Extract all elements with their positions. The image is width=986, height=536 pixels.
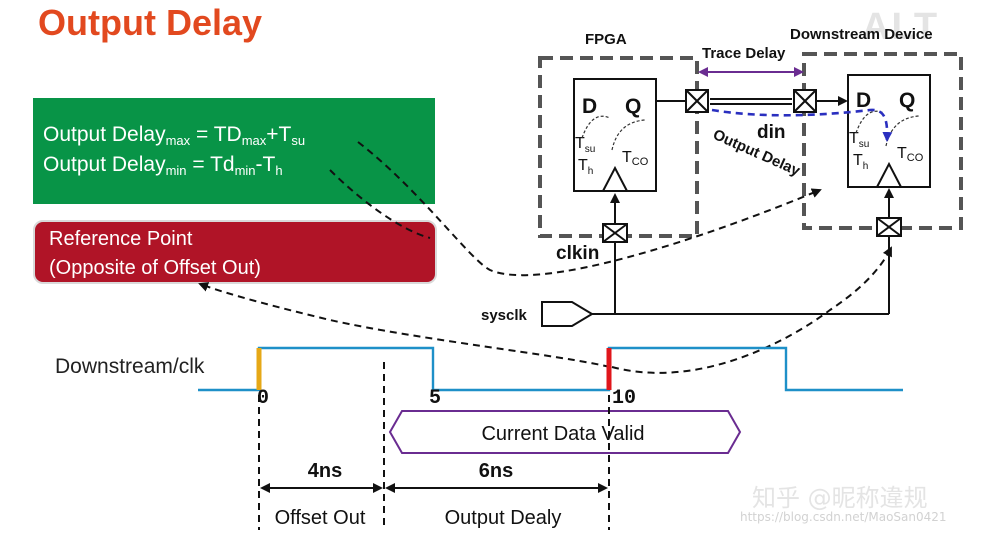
fpga-tsu-arc (581, 115, 611, 139)
tick-0: 0 (257, 387, 269, 410)
formula-min-eq: = Td (186, 153, 235, 176)
downstream-clock-triangle (876, 161, 902, 188)
page-title: Output Delay (38, 2, 263, 43)
formula-max: Output Delaymax = TDmax+Tsu (43, 120, 435, 150)
formula-min-minus: -T (255, 153, 276, 176)
downstream-th: Th (853, 152, 868, 172)
formula-min-t-sub: h (275, 163, 283, 178)
tsu-pointer-curve (357, 141, 822, 277)
offset-out-label: Offset Out (275, 507, 366, 529)
downstream-label: Downstream Device (790, 26, 933, 43)
formula-min-lhs: Output Delay (43, 153, 166, 176)
clock-waveform (198, 346, 903, 392)
din-label: din (757, 122, 786, 143)
fpga-tco: TCO (622, 149, 649, 168)
fpga-clock-pad-icon (602, 223, 628, 243)
fpga-tsu: Tsu (575, 135, 595, 155)
clock-label: Downstream/clk (55, 355, 205, 378)
clock-edge-pointer-curve (611, 246, 892, 374)
downstream-input-pad-icon (793, 89, 817, 113)
reference-pointer-curve (198, 282, 611, 368)
formula-max-lhs: Output Delay (43, 123, 166, 146)
output-delay-value: 6ns (479, 460, 513, 482)
clkin-label: clkin (556, 243, 599, 264)
formula-min: Output Delaymin = Tdmin-Th (43, 150, 435, 180)
fpga-boundary (538, 56, 699, 238)
data-propagation-path (711, 108, 893, 142)
downstream-clock-pad-icon (876, 217, 902, 237)
data-valid-label: Current Data Valid (481, 423, 644, 445)
offset-out-value: 4ns (308, 460, 342, 482)
formula-max-plus: +T (266, 123, 292, 146)
downstream-tsu: Tsu (849, 130, 869, 150)
th-pointer-curve (329, 169, 431, 239)
trace-delay-label: Trace Delay (702, 45, 786, 62)
formula-min-td-sub: min (234, 163, 256, 178)
watermark-logo: ALT (862, 6, 940, 48)
downstream-flipflop (847, 74, 931, 188)
fpga-label: FPGA (585, 31, 627, 48)
output-delay-label: Output Dealy (445, 507, 562, 529)
fpga-d-pin: D (582, 95, 597, 118)
downstream-tco: TCO (897, 145, 924, 164)
fpga-th: Th (578, 157, 593, 177)
fpga-output-pad-icon (685, 89, 709, 113)
sysclk-port-icon (541, 301, 594, 327)
reference-line2: (Opposite of Offset Out) (49, 257, 261, 279)
formula-max-eq: = TD (190, 123, 242, 146)
tick-5: 5 (429, 387, 441, 410)
reference-line1: Reference Point (49, 228, 193, 250)
footer-url: https://blog.csdn.net/MaoSan0421 (740, 510, 947, 524)
fpga-clock-triangle (602, 165, 628, 192)
reference-point-box: Reference Point (Opposite of Offset Out) (33, 220, 437, 284)
downstream-d-pin: D (856, 89, 871, 112)
formula-max-td-sub: max (241, 133, 267, 148)
data-valid-window (388, 410, 742, 454)
fpga-q-pin: Q (625, 95, 641, 118)
tick-10: 10 (612, 387, 636, 410)
footer-watermark: 知乎 @昵称違规 (752, 484, 928, 512)
sysclk-label: sysclk (481, 307, 528, 324)
fpga-flipflop (573, 78, 657, 192)
formula-max-t-sub: su (291, 133, 306, 148)
downstream-q-pin: Q (899, 89, 915, 112)
formula-max-lhs-sub: max (165, 133, 191, 148)
formula-min-lhs-sub: min (165, 163, 187, 178)
